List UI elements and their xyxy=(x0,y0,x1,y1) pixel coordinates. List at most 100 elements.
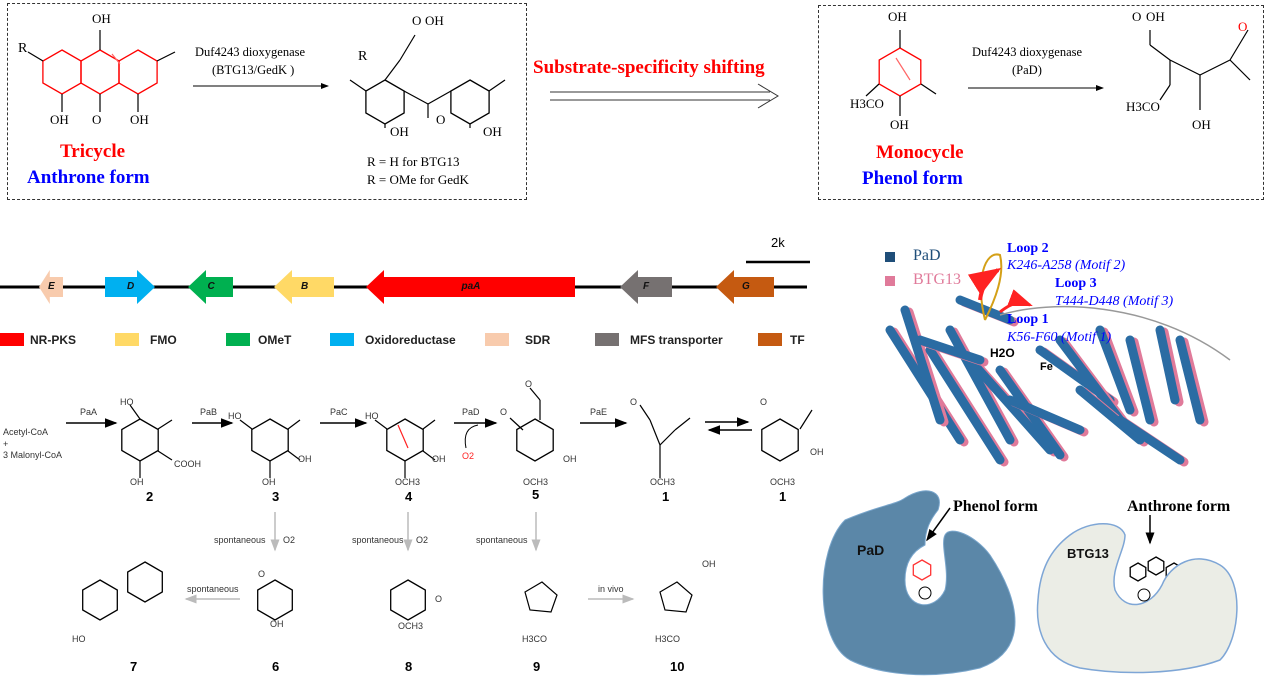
bond xyxy=(427,90,452,105)
oh-label: OH xyxy=(92,11,111,26)
atom-label: O xyxy=(258,569,266,579)
plus-label: + xyxy=(3,439,9,449)
o2-curved-arrow xyxy=(464,424,479,449)
gene-arrow-D xyxy=(105,270,155,304)
ligand-ring xyxy=(912,559,932,581)
hollow-arrow xyxy=(550,83,779,109)
compound-number: 1 xyxy=(779,489,787,504)
pad-pocket-label: PaD xyxy=(857,542,885,558)
atom-label: HO xyxy=(365,411,379,421)
acetyl-coa-label: Acetyl-CoA xyxy=(3,427,49,437)
atom-label: OCH3 xyxy=(398,621,424,631)
oh-label: OH xyxy=(130,112,149,127)
compound-number: 1 xyxy=(662,489,670,504)
o-label: O xyxy=(92,112,102,127)
bond xyxy=(1199,59,1231,76)
oh-label: OH xyxy=(390,124,409,139)
loop1-label: Loop 1 xyxy=(1007,312,1049,327)
spontaneous-label: spontaneous xyxy=(476,535,528,545)
bond xyxy=(895,57,911,81)
atom-label: O xyxy=(500,407,508,417)
loop2-range: K246-A258 (Motif 2) xyxy=(1007,258,1126,273)
loop-shift-arrow xyxy=(999,289,1033,314)
gene-arrow-paA xyxy=(366,270,575,304)
bond xyxy=(529,387,541,401)
step-label-pac: PaC xyxy=(330,407,348,417)
pad-reaction-panel xyxy=(818,5,1264,200)
benzene-ring xyxy=(761,418,799,462)
pad-helix xyxy=(925,345,1005,465)
compound-number: 10 xyxy=(670,659,685,674)
pad-pocket-shape xyxy=(822,490,1016,676)
gene-label: G xyxy=(742,281,750,292)
benzene-ring xyxy=(390,579,426,621)
bond xyxy=(1229,59,1251,81)
legend-label: TF xyxy=(790,333,805,347)
benzene-ring xyxy=(127,561,163,603)
atom-label: OH xyxy=(702,559,716,569)
bond xyxy=(111,53,121,65)
gene-label: C xyxy=(207,281,215,292)
o2-label: O2 xyxy=(283,535,296,545)
bond xyxy=(399,34,416,61)
legend-swatch xyxy=(485,333,509,346)
atom-label: OH xyxy=(130,477,144,487)
bond xyxy=(865,83,880,97)
methoxy-label: H3CO xyxy=(850,96,884,111)
r-group-label: R xyxy=(358,49,368,64)
iron-label: Fe xyxy=(1040,361,1053,373)
atom-label: H3CO xyxy=(655,634,681,644)
enzyme-label: Duf4243 dioxygenase xyxy=(195,45,306,59)
spontaneous-label: spontaneous xyxy=(187,584,239,594)
bond xyxy=(403,90,429,105)
benzene-ring xyxy=(516,418,554,462)
bond xyxy=(287,450,301,461)
atom-label: OH xyxy=(262,477,276,487)
compound-number: 9 xyxy=(533,659,541,674)
bond xyxy=(422,450,436,461)
loop1-range: K56-F60 (Motif 1) xyxy=(1007,330,1112,345)
pad-helix xyxy=(1115,415,1185,465)
water-label: H2O xyxy=(990,346,1015,360)
atom-label: OCH3 xyxy=(770,477,796,487)
bond xyxy=(639,404,651,421)
bond xyxy=(129,404,141,420)
benzene-ring xyxy=(82,579,118,621)
enzyme-label: Duf4243 dioxygenase xyxy=(972,45,1083,59)
gene-cluster xyxy=(0,270,807,304)
r-note-gedk: R = OMe for GedK xyxy=(367,172,469,187)
compound-number: 6 xyxy=(272,659,280,674)
legend-label: Oxidoreductase xyxy=(365,333,456,347)
bond xyxy=(488,79,506,92)
legend-label-pad: PaD xyxy=(913,247,941,264)
bond xyxy=(27,51,44,62)
legend-label: OMeT xyxy=(258,333,292,347)
benzene-ring xyxy=(251,418,289,462)
bond xyxy=(1169,59,1201,76)
bond xyxy=(397,424,409,449)
pad-helix xyxy=(1055,335,1125,425)
o-label: O xyxy=(412,13,422,28)
tricycle-title: Tricycle xyxy=(60,141,126,162)
phenol-pointer-arrow xyxy=(926,507,951,542)
btg13-pocket-shape xyxy=(1036,523,1238,674)
oh-label: OH xyxy=(483,124,502,139)
atom-label: OH xyxy=(810,447,824,457)
bond xyxy=(1159,84,1171,101)
pad-helix xyxy=(955,295,1015,325)
o-label: O xyxy=(1238,19,1248,34)
legend-label-btg13: BTG13 xyxy=(913,271,961,288)
fe-icon xyxy=(918,586,932,600)
pad-helix xyxy=(1155,325,1180,405)
bond xyxy=(157,450,173,461)
atom-label: OH xyxy=(270,619,284,629)
anthrone-form-label: Anthrone form xyxy=(1127,498,1231,515)
ligand-ring xyxy=(1147,556,1165,576)
bond xyxy=(157,419,173,430)
atom-label: OH xyxy=(563,454,577,464)
phenol-form-title: Phenol form xyxy=(862,168,963,189)
bond xyxy=(156,51,176,62)
gene-arrow-F xyxy=(620,270,672,304)
methoxy-label: H3CO xyxy=(1126,99,1160,114)
